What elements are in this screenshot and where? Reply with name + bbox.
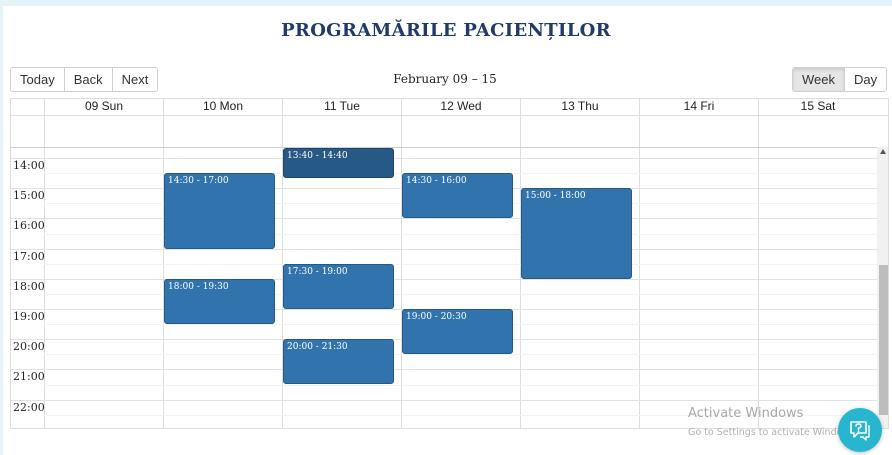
help-chat-button[interactable]: [838, 408, 882, 452]
back-button[interactable]: Back: [63, 68, 112, 91]
all-day-cell[interactable]: [639, 116, 758, 148]
hour-line: [11, 248, 877, 250]
day-column-divider: [520, 148, 521, 428]
day-view-button[interactable]: Day: [844, 68, 887, 91]
date-range-label: February 09 – 15: [393, 72, 497, 86]
today-button[interactable]: Today: [11, 68, 64, 91]
half-hour-line: [44, 354, 877, 356]
time-slot-label: 20:00: [13, 340, 45, 354]
all-day-cell[interactable]: [401, 116, 520, 148]
vertical-scrollbar[interactable]: [877, 147, 888, 428]
activate-windows-title: Activate Windows: [688, 406, 804, 421]
all-day-cell[interactable]: [758, 116, 877, 148]
day-column-divider: [758, 148, 759, 428]
time-slot-label: 21:00: [13, 370, 45, 384]
hour-line: [11, 278, 877, 280]
appointment-event[interactable]: 14:30 - 17:00: [164, 173, 275, 249]
half-hour-line: [44, 293, 877, 295]
hour-line: [11, 399, 877, 401]
view-button-group: Week Day: [792, 67, 888, 92]
time-slot-label: 18:00: [13, 279, 45, 293]
appointment-event[interactable]: 14:30 - 16:00: [402, 173, 513, 219]
appointment-event[interactable]: 19:00 - 20:30: [402, 309, 513, 355]
appointment-event[interactable]: 20:00 - 21:30: [283, 339, 394, 385]
all-day-cell[interactable]: [163, 116, 282, 148]
day-column-divider: [282, 148, 283, 428]
all-day-cell[interactable]: [520, 116, 639, 148]
appointment-event[interactable]: 18:00 - 19:30: [164, 278, 275, 325]
day-header[interactable]: 11 Tue: [282, 99, 401, 115]
half-hour-line: [44, 263, 877, 265]
week-view-button[interactable]: Week: [793, 68, 844, 91]
appointment-event[interactable]: 17:30 - 19:00: [283, 263, 394, 309]
time-slot-label: 17:00: [13, 249, 45, 263]
half-hour-line: [44, 384, 877, 386]
day-header[interactable]: 14 Fri: [639, 99, 758, 115]
chat-question-icon: [850, 421, 870, 441]
appointment-event[interactable]: 15:00 - 18:00: [521, 188, 632, 279]
left-strip: [0, 0, 3, 455]
hour-line: [11, 158, 877, 159]
appointment-event[interactable]: 13:40 - 14:40: [283, 147, 394, 179]
top-strip: [0, 0, 892, 6]
time-slot-label: 22:00: [13, 400, 45, 414]
all-day-cell[interactable]: [282, 116, 401, 148]
day-column-divider: [639, 148, 640, 428]
day-header[interactable]: 13 Thu: [520, 99, 639, 115]
all-day-row: [11, 115, 888, 148]
day-column-divider: [163, 148, 164, 428]
half-hour-line: [44, 414, 877, 416]
half-hour-line: [44, 233, 877, 235]
time-slot-label: 19:00: [13, 310, 45, 323]
day-header[interactable]: 12 Wed: [401, 99, 520, 115]
page-title: PROGRAMĂRILE PACIENȚILOR: [281, 20, 611, 41]
all-day-cell[interactable]: [44, 116, 163, 148]
time-grid[interactable]: 14:00 15:00 16:00 17:00 18:00 19:00 20:00 21:00…: [11, 147, 877, 428]
time-slot-label: 14:00: [13, 159, 45, 172]
day-header[interactable]: 15 Sat: [758, 99, 877, 115]
scrollbar-thumb[interactable]: [879, 265, 888, 415]
hour-line: [11, 218, 877, 220]
nav-button-group: Today Back Next: [10, 67, 159, 92]
hour-line: [11, 369, 877, 371]
day-column-divider: [401, 148, 402, 428]
day-column-divider: [44, 148, 45, 428]
next-button[interactable]: Next: [111, 68, 158, 91]
day-header[interactable]: 09 Sun: [44, 99, 163, 115]
caret-up-icon[interactable]: [880, 149, 886, 154]
activate-windows-subtitle: Go to Settings to activate Windows.: [688, 427, 859, 438]
time-slot-label: 16:00: [13, 219, 45, 233]
day-header[interactable]: 10 Mon: [163, 99, 282, 115]
time-slot-label: 15:00: [13, 189, 45, 203]
